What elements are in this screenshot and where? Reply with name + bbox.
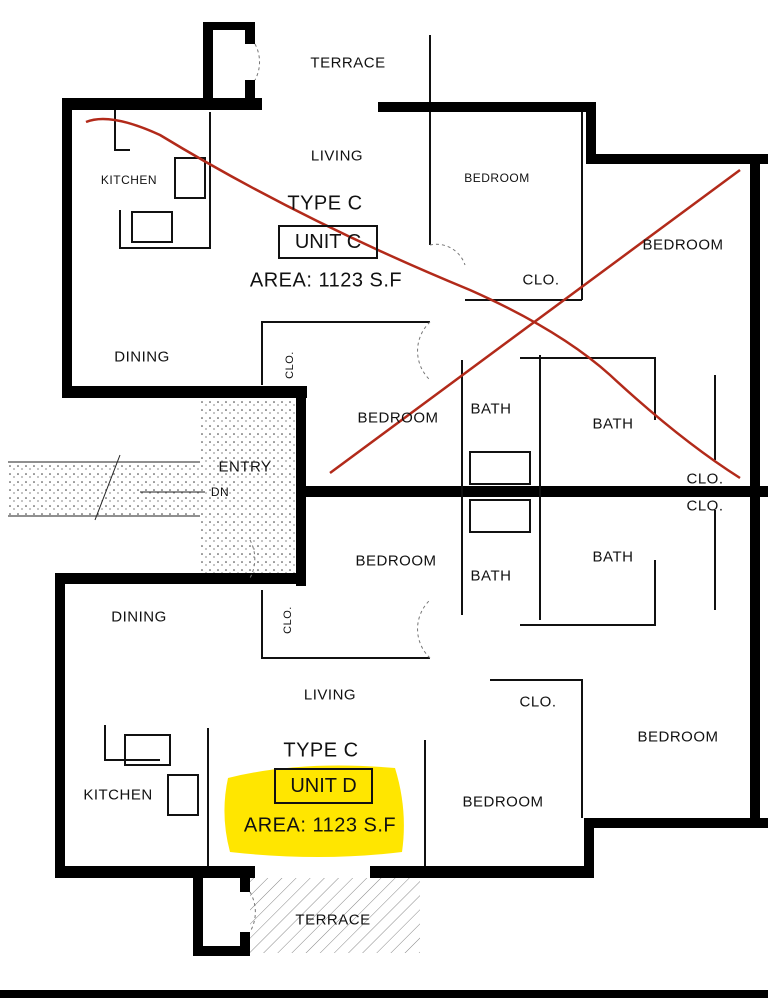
upper-kitchen-label: KITCHEN [100,173,158,187]
lower-terrace-hatch [250,878,420,953]
upper-living-label: LIVING [310,147,364,165]
lower-bedroom-1-label: BEDROOM [462,793,544,811]
lower-type-label: TYPE C [283,739,359,762]
lower-terrace-label: TERRACE [295,911,371,929]
lower-bedroom-3-label: BEDROOM [355,552,437,570]
upper-bedroom-3-label: BEDROOM [357,409,439,427]
upper-bedroom-2-label: BEDROOM [642,236,724,254]
lower-bath-1-label: BATH [470,567,512,585]
lower-area-label: AREA: 1123 S.F [243,814,397,837]
upper-dining-label: DINING [114,348,170,366]
upper-terrace-label: TERRACE [310,54,386,72]
upper-closet-2-label: CLO. [284,351,296,379]
lower-closet-2-label: CLO. [282,606,294,634]
upper-bath-2-label: BATH [592,415,634,433]
upper-bedroom-1-label: BEDROOM [464,171,530,185]
stairs [8,454,205,521]
lower-unit-box: UNIT D [274,768,373,804]
lower-bath-2-label: BATH [592,548,634,566]
upper-unit-box: UNIT C [278,225,378,259]
lower-kitchen-label: KITCHEN [83,786,153,804]
entry-stipple [8,395,300,580]
lower-dining-label: DINING [111,608,167,626]
upper-closet-1-label: CLO. [522,271,560,289]
lower-bedroom-2-label: BEDROOM [637,728,719,746]
bottom-border [0,990,768,998]
upper-area-label: AREA: 1123 S.F [249,269,403,292]
entry-label: ENTRY [218,458,272,476]
lower-closet-3-label: CLO. [686,497,724,515]
upper-type-label: TYPE C [287,192,363,215]
upper-closet-3-label: CLO. [686,470,724,488]
lower-closet-1-label: CLO. [519,693,557,711]
walls [55,22,768,956]
stairs-down-label: DN [210,485,230,499]
upper-bath-1-label: BATH [470,400,512,418]
highlight-mark [224,765,404,857]
door-swings [249,43,466,933]
lower-living-label: LIVING [303,686,357,704]
cross-out-mark [85,117,741,480]
